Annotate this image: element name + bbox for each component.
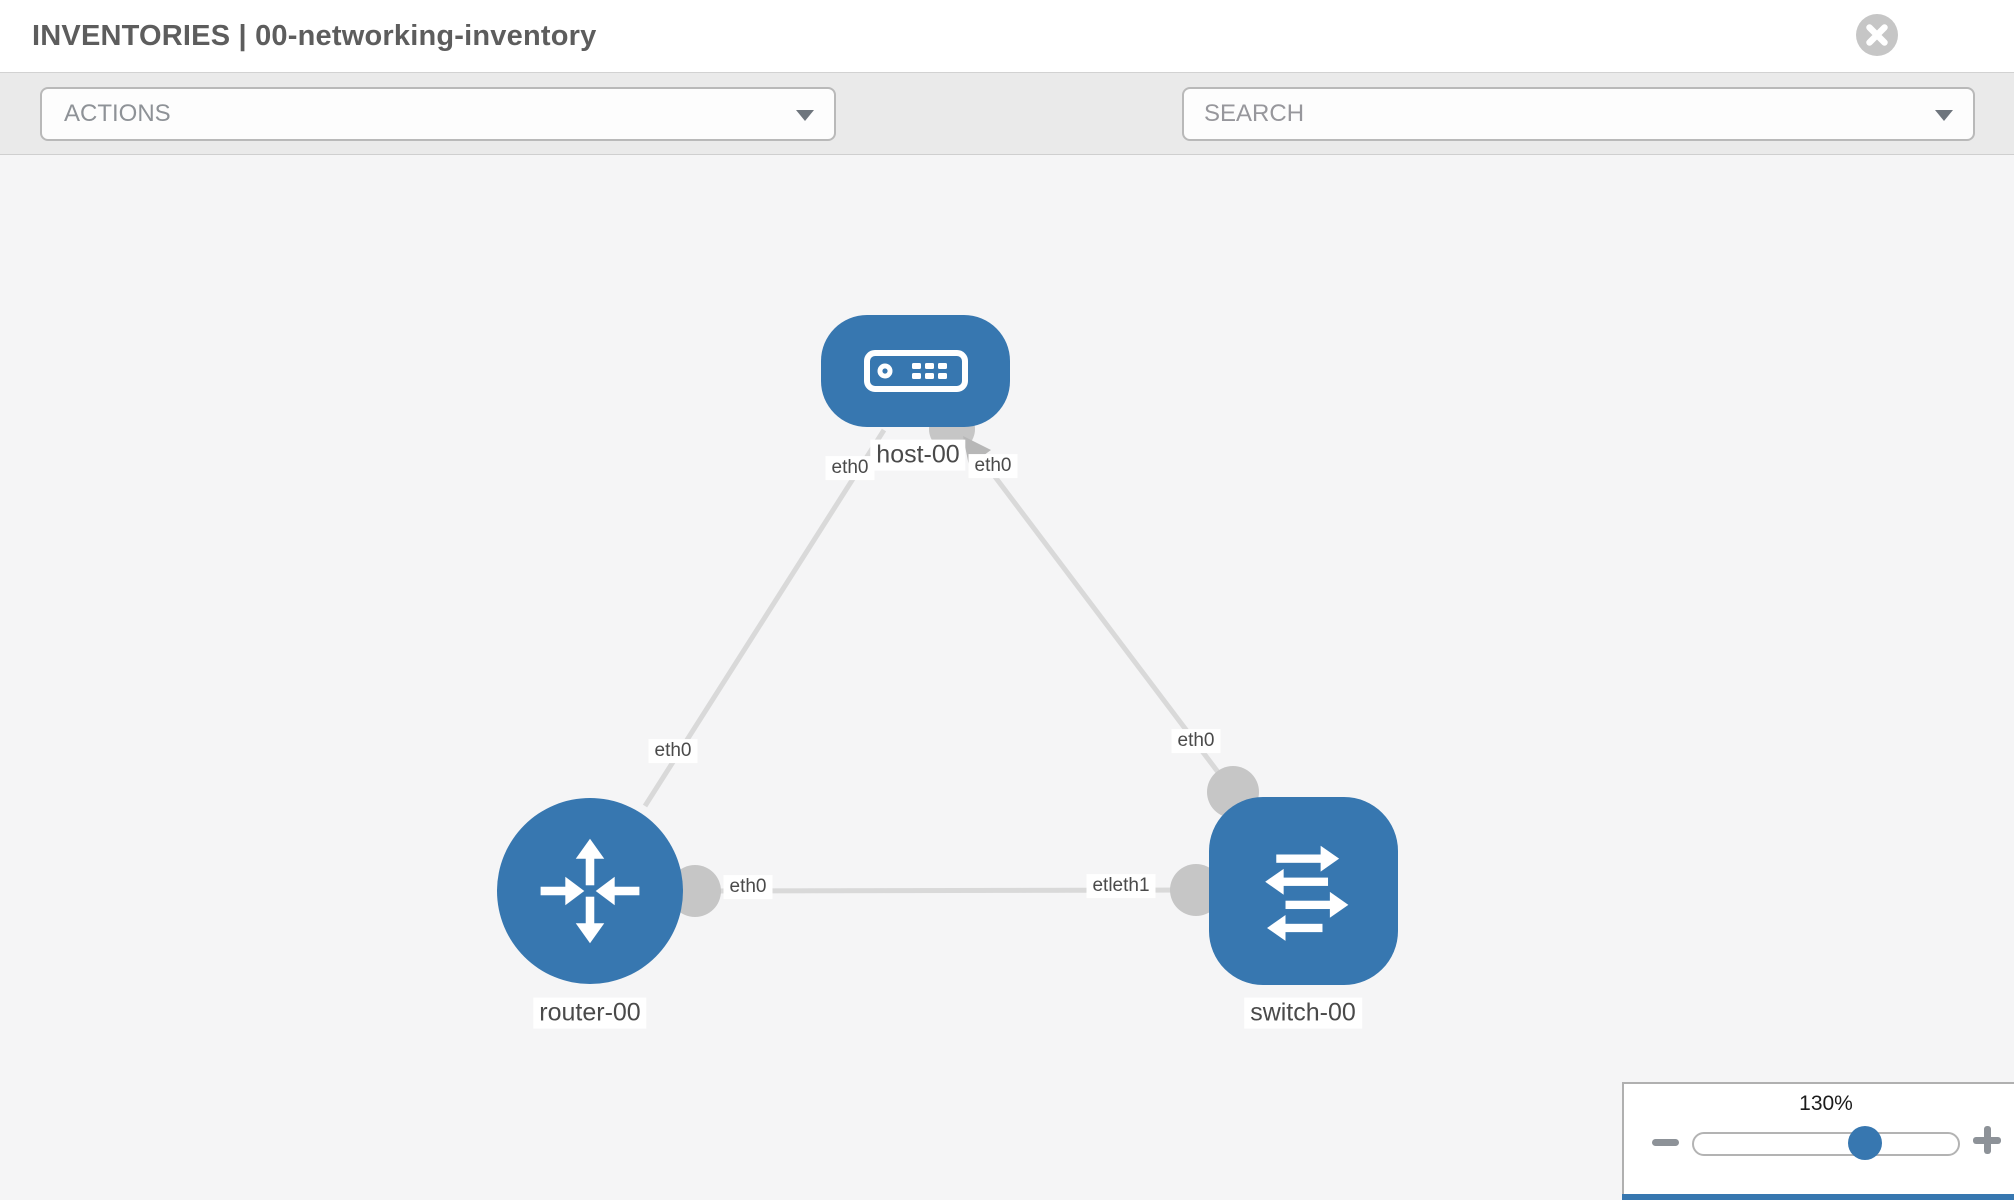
chevron-down-icon	[796, 110, 814, 121]
interface-label: eth0	[723, 875, 773, 899]
zoom-in-button[interactable]	[1971, 1124, 2003, 1156]
plus-icon	[1983, 1126, 1991, 1154]
node-router-00[interactable]	[497, 798, 683, 984]
interface-label: eth0	[968, 454, 1018, 478]
bottom-panel-edge	[1622, 1194, 2014, 1200]
topology-links-layer	[642, 406, 1259, 917]
close-button[interactable]	[1855, 13, 1899, 57]
actions-dropdown-label: ACTIONS	[64, 100, 171, 127]
zoom-percentage: 130%	[1799, 1092, 1853, 1115]
topology-canvas[interactable]: eth0 eth0 eth0 eth0 eth0 etleth1 host-00…	[0, 155, 2014, 1200]
node-host-00[interactable]	[821, 315, 1010, 427]
zoom-panel: 130%	[1622, 1082, 2014, 1194]
zoom-slider-thumb[interactable]	[1848, 1126, 1882, 1160]
node-label-switch: switch-00	[1244, 997, 1362, 1029]
minus-icon	[1652, 1139, 1679, 1146]
chevron-down-icon	[1935, 110, 1953, 121]
interface-label: etleth1	[1086, 874, 1156, 898]
page-title: INVENTORIES | 00-networking-inventory	[32, 20, 597, 52]
node-switch-00[interactable]	[1209, 797, 1398, 985]
zoom-slider-track[interactable]	[1692, 1126, 1960, 1160]
close-icon	[1856, 14, 1898, 56]
interface-label: eth0	[825, 456, 875, 480]
node-label-router: router-00	[533, 997, 647, 1029]
switch-icon	[1264, 845, 1348, 941]
zoom-out-button[interactable]	[1646, 1128, 1682, 1158]
host-icon	[863, 350, 968, 392]
interface-label: eth0	[1171, 729, 1221, 753]
node-label-host: host-00	[870, 439, 966, 471]
search-input[interactable]	[1184, 89, 1973, 139]
toolbar: ACTIONS	[0, 72, 2014, 199]
search-dropdown[interactable]	[1182, 87, 1975, 141]
header: INVENTORIES | 00-networking-inventory	[0, 0, 2014, 72]
router-icon	[540, 838, 640, 944]
interface-label: eth0	[648, 739, 698, 763]
actions-dropdown[interactable]: ACTIONS	[40, 87, 836, 141]
